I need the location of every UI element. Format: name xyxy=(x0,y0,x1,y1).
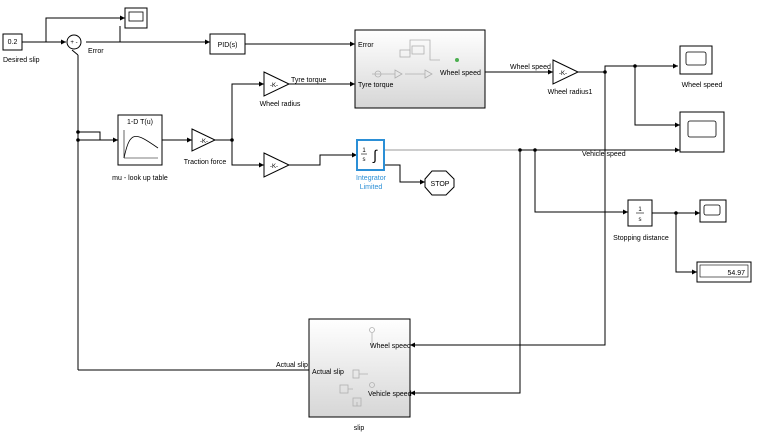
wheel-radius-label: Wheel radius xyxy=(260,101,301,108)
svg-text:Actual slip: Actual slip xyxy=(312,369,344,376)
mu-lookup-table[interactable]: 1-D T(u) xyxy=(117,114,163,166)
pid-controller[interactable]: PID(s) xyxy=(209,33,246,55)
lookup-label: mu - look up table xyxy=(112,175,168,182)
tyre-torque-signal-label: Tyre torque xyxy=(291,77,327,84)
integrator-limited[interactable]: 1 s ∫ xyxy=(356,139,385,171)
svg-text:54.97: 54.97 xyxy=(727,270,745,277)
integrator-label-1: Integrator xyxy=(356,175,387,182)
svg-text:1: 1 xyxy=(638,207,642,213)
integrator-label-2: Limited xyxy=(360,184,383,191)
slip-subsystem[interactable]: Wheel speed Vehicle speed Actual slip xyxy=(308,318,412,418)
svg-text:∫: ∫ xyxy=(372,147,378,163)
scope-distance[interactable] xyxy=(699,199,727,223)
svg-text:0.2: 0.2 xyxy=(8,39,18,46)
svg-text:STOP: STOP xyxy=(431,181,450,188)
wheel-radius-gain[interactable]: -K- xyxy=(263,71,291,97)
vehicle-speed-signal-label: Vehicle speed xyxy=(582,151,626,158)
stop-block[interactable]: STOP xyxy=(424,170,455,196)
svg-text:-K-: -K- xyxy=(200,139,208,145)
scope-slip[interactable] xyxy=(124,7,148,29)
slip-subsystem-label: slip xyxy=(354,425,365,432)
svg-text:s: s xyxy=(363,157,366,163)
scope-wheel-speed[interactable] xyxy=(679,45,713,75)
mass-gain[interactable]: -K- xyxy=(263,152,291,178)
svg-text:+ -: + - xyxy=(70,40,77,46)
traction-force-gain[interactable]: -K- xyxy=(191,128,217,152)
svg-text:1-D T(u): 1-D T(u) xyxy=(127,119,153,126)
traction-force-label: Traction force xyxy=(184,159,227,166)
svg-text:Wheel speed: Wheel speed xyxy=(440,70,481,77)
svg-text:Tyre torque: Tyre torque xyxy=(358,82,394,89)
svg-text:Vehicle speed: Vehicle speed xyxy=(368,391,412,398)
svg-text:Wheel speed: Wheel speed xyxy=(370,343,411,350)
signal-wires xyxy=(22,15,700,396)
scope-speeds[interactable] xyxy=(679,111,725,153)
desired-slip-constant[interactable]: 0.2 xyxy=(2,33,23,51)
stopping-distance-label: Stopping distance xyxy=(613,235,669,242)
wheel-speed-signal-label: Wheel speed xyxy=(510,64,551,71)
slip-subsystem-inner-diagram xyxy=(339,327,375,407)
wheel-dynamics-subsystem[interactable]: Error Tyre torque Wheel speed xyxy=(354,29,486,109)
wheel-subsystem-inner-diagram xyxy=(372,39,459,79)
svg-text:1: 1 xyxy=(362,148,366,154)
svg-text:-K-: -K- xyxy=(559,71,567,77)
svg-text:Error: Error xyxy=(358,42,374,49)
svg-text:-K-: -K- xyxy=(270,83,278,89)
wheel-radius1-gain[interactable]: -K- xyxy=(552,59,580,85)
distance-display[interactable]: 54.97 xyxy=(696,261,752,283)
desired-slip-label: Desired slip xyxy=(3,57,40,64)
wheel-radius1-label: Wheel radius1 xyxy=(548,89,593,96)
stopping-distance-integrator[interactable]: 1 s xyxy=(627,199,653,227)
wire-junctions xyxy=(76,64,678,215)
sum-block[interactable]: + - xyxy=(66,34,82,50)
scope-wheel-speed-label: Wheel speed xyxy=(682,82,723,89)
svg-text:s: s xyxy=(639,217,642,223)
svg-text:-K-: -K- xyxy=(270,164,278,170)
actual-slip-signal-label: Actual slip xyxy=(276,362,308,369)
svg-text:PID(s): PID(s) xyxy=(218,42,238,49)
error-signal-label: Error xyxy=(88,48,104,55)
